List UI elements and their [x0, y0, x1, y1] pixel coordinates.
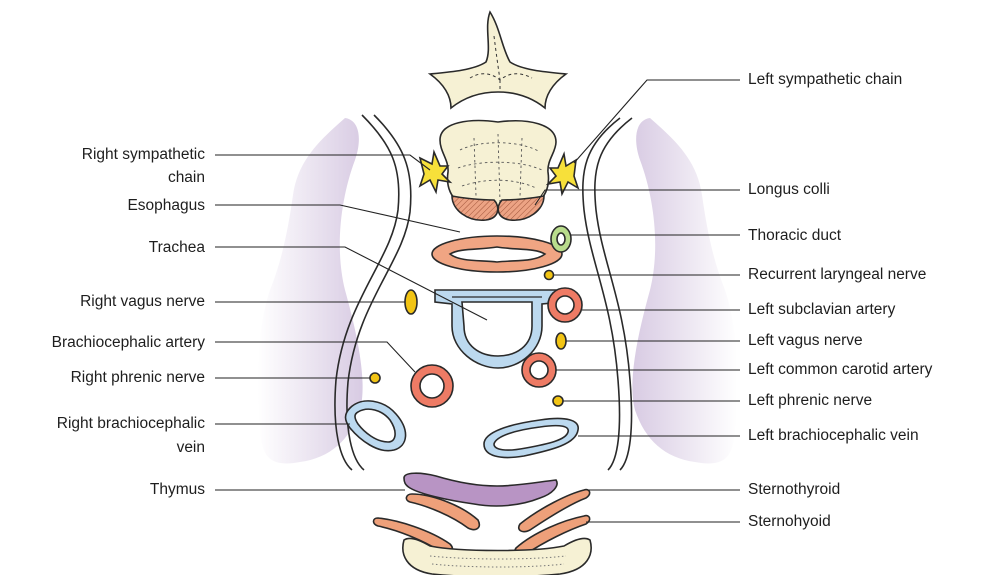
left-common-carotid-artery-lumen: [530, 361, 548, 379]
left-subclavian-artery-lumen: [556, 296, 574, 314]
label-thoracic-duct: Thoracic duct: [748, 226, 841, 245]
longus-colli-left: [452, 196, 498, 220]
left-vagus-nerve-shape: [556, 333, 566, 349]
label-left-phrenic-nerve: Left phrenic nerve: [748, 391, 872, 410]
label-thymus: Thymus: [150, 480, 205, 499]
label-left-vagus-nerve: Left vagus nerve: [748, 331, 863, 350]
right-phrenic-nerve-shape: [370, 373, 380, 383]
label-sternothyroid: Sternothyroid: [748, 480, 840, 499]
left-pleura: [583, 118, 620, 470]
label-recurrent-laryngeal-nerve: Recurrent laryngeal nerve: [748, 265, 926, 284]
vertebral-arch: [430, 12, 566, 108]
recurrent-laryngeal-nerve-shape: [545, 271, 554, 280]
label-right-sympathetic-chain: Right sympathetic: [82, 145, 205, 164]
trachea-lumen: [462, 302, 532, 356]
left-pleura-inner: [595, 118, 632, 470]
label-brachiocephalic-artery: Brachiocephalic artery: [52, 333, 205, 352]
label-trachea: Trachea: [149, 238, 205, 257]
left-sympathetic-chain-icon: [548, 154, 578, 194]
right-vagus-nerve-shape: [405, 290, 417, 314]
thoracic-duct-lumen: [557, 233, 565, 245]
label-esophagus: Esophagus: [127, 196, 205, 215]
label-left-subclavian-artery: Left subclavian artery: [748, 300, 895, 319]
label-right-phrenic-nerve: Right phrenic nerve: [71, 368, 205, 387]
label-right-vagus-nerve: Right vagus nerve: [80, 292, 205, 311]
left-lung-shape: [632, 118, 737, 463]
label-right-brachiocephalic-vein: Right brachiocephalic: [57, 414, 205, 433]
label-sternohyoid: Sternohyoid: [748, 512, 831, 531]
label-left-sympathetic-chain: Left sympathetic chain: [748, 70, 902, 89]
label-right-brachiocephalic-vein-cont: vein: [177, 438, 205, 457]
longus-colli-right: [498, 196, 544, 220]
label-longus-colli: Longus colli: [748, 180, 830, 199]
left-phrenic-nerve-shape: [553, 396, 563, 406]
label-left-common-carotid-artery: Left common carotid artery: [748, 360, 932, 379]
vertebral-body: [440, 121, 556, 209]
label-left-brachiocephalic-vein: Left brachiocephalic vein: [748, 426, 919, 445]
label-right-sympathetic-chain-cont: chain: [168, 168, 205, 187]
brachiocephalic-artery-lumen: [420, 374, 444, 398]
